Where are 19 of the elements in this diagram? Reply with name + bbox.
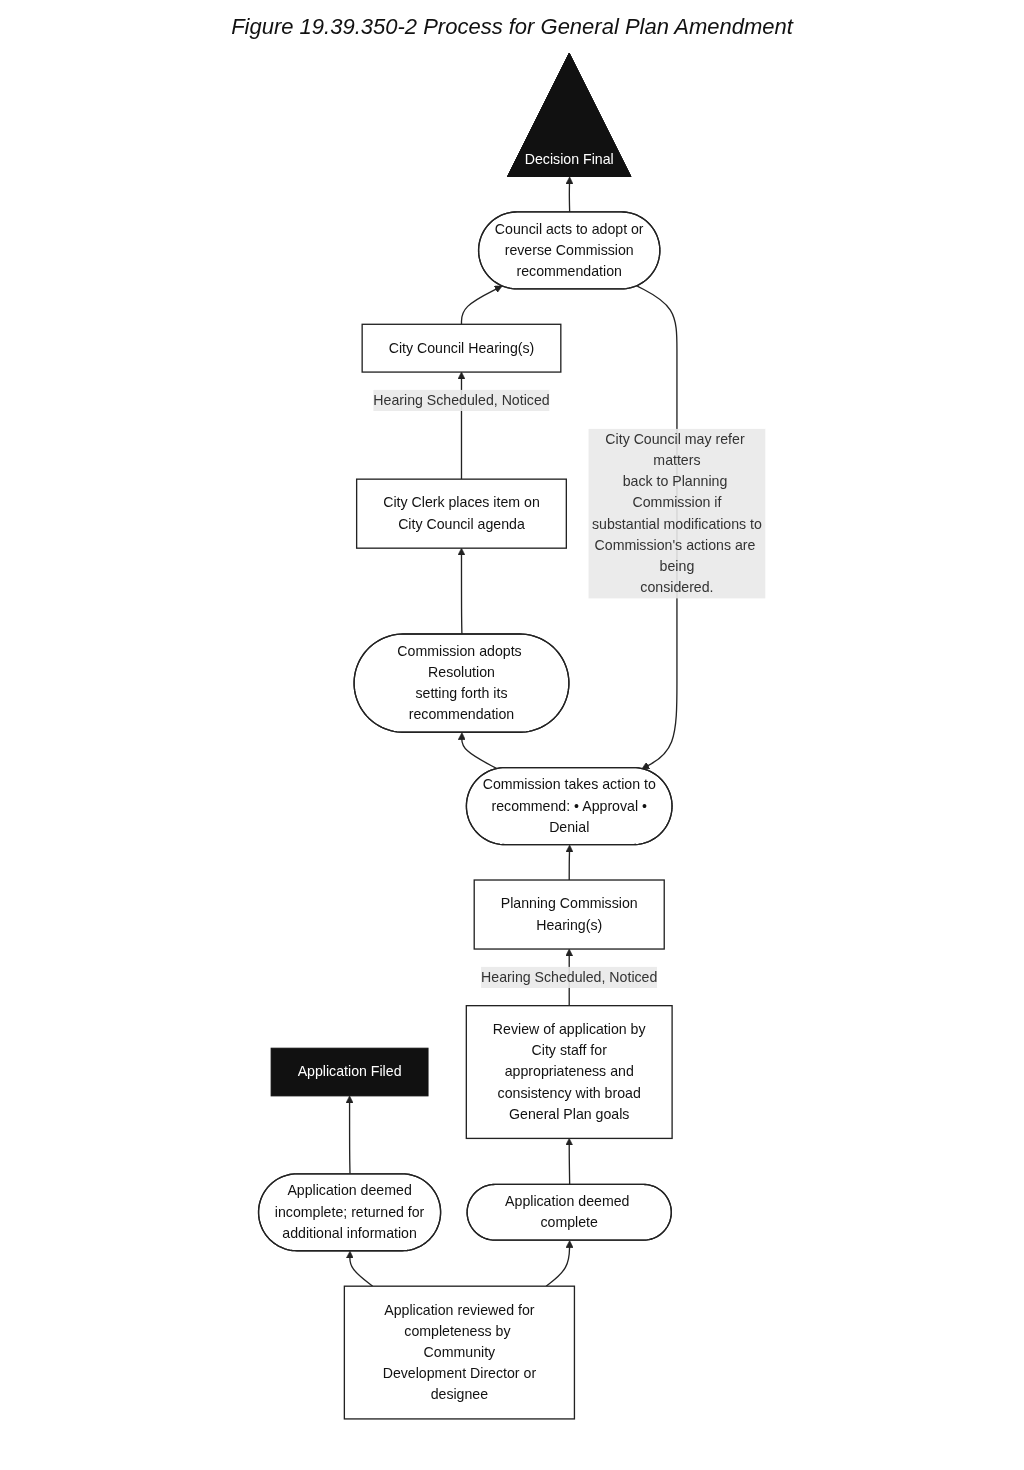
arrow bbox=[460, 285, 503, 325]
node-box: Application reviewed for completeness by Community Development Director or designee bbox=[343, 1285, 576, 1420]
node-box: Planning Commission Hearing(s) bbox=[473, 879, 665, 950]
node-box: Application Filed bbox=[270, 1047, 429, 1097]
edge-label: Hearing Scheduled, Noticed bbox=[373, 392, 550, 408]
arrow bbox=[565, 844, 574, 881]
arrow bbox=[565, 176, 574, 213]
arrow bbox=[545, 1240, 574, 1287]
arrow bbox=[345, 1250, 374, 1287]
edge-label: Hearing Scheduled, Noticed bbox=[481, 969, 658, 985]
edge-label: City Council may refer matters back to Planning Commission if substantial modifications to Commission's actions are being considered. bbox=[591, 431, 762, 596]
arrow bbox=[565, 1138, 574, 1186]
node-box: Review of application by City staff for appropriateness and consistency with broad General Plan goals bbox=[465, 1005, 673, 1140]
arrow bbox=[457, 547, 466, 636]
arrow bbox=[345, 1095, 354, 1175]
node-box: City Clerk places item on City Council agenda bbox=[356, 478, 567, 549]
figure-title: Figure 19.39.350-2 Process for General Plan Amendment bbox=[230, 13, 795, 41]
node-box: City Council Hearing(s) bbox=[361, 323, 562, 373]
arrow bbox=[457, 732, 499, 770]
